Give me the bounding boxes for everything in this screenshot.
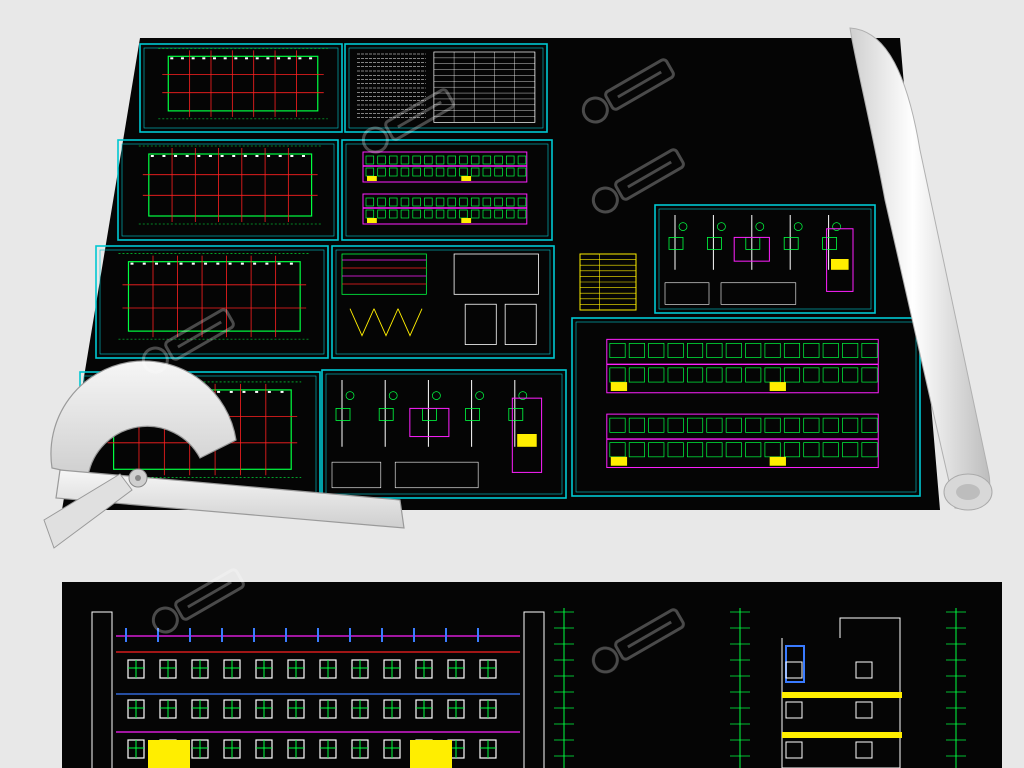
drawing-panel-side-elevation — [730, 608, 966, 768]
drawing-panel-elevation — [571, 317, 921, 497]
watermark-layer — [141, 58, 685, 674]
drawing-panel-details — [654, 204, 876, 314]
drawing-panel-floor-plan — [95, 245, 329, 359]
drawing-panel-front-elevation — [91, 608, 574, 768]
top-drawing-sheet — [62, 38, 940, 510]
watermark-logo-icon — [151, 568, 245, 634]
protractor-icon — [43, 360, 405, 549]
drawing-panel-sections — [331, 245, 555, 359]
drawing-panel-floor-plan — [117, 139, 339, 241]
watermark-logo-icon — [141, 308, 235, 374]
watermark-logo-icon — [591, 608, 685, 674]
drawing-panel-elevation — [341, 139, 553, 241]
paper-roll-icon — [849, 27, 993, 511]
drawing-panel-floor-plan — [139, 43, 343, 133]
watermark-logo-icon — [361, 88, 455, 154]
watermark-logo-icon — [581, 58, 675, 124]
drawing-panel-details — [321, 369, 567, 499]
watermark-logo-icon — [591, 148, 685, 214]
drawing-panel-legend-table — [579, 253, 637, 311]
bottom-drawing-sheet — [62, 582, 1002, 768]
drawing-panel-notes-table — [344, 43, 548, 133]
